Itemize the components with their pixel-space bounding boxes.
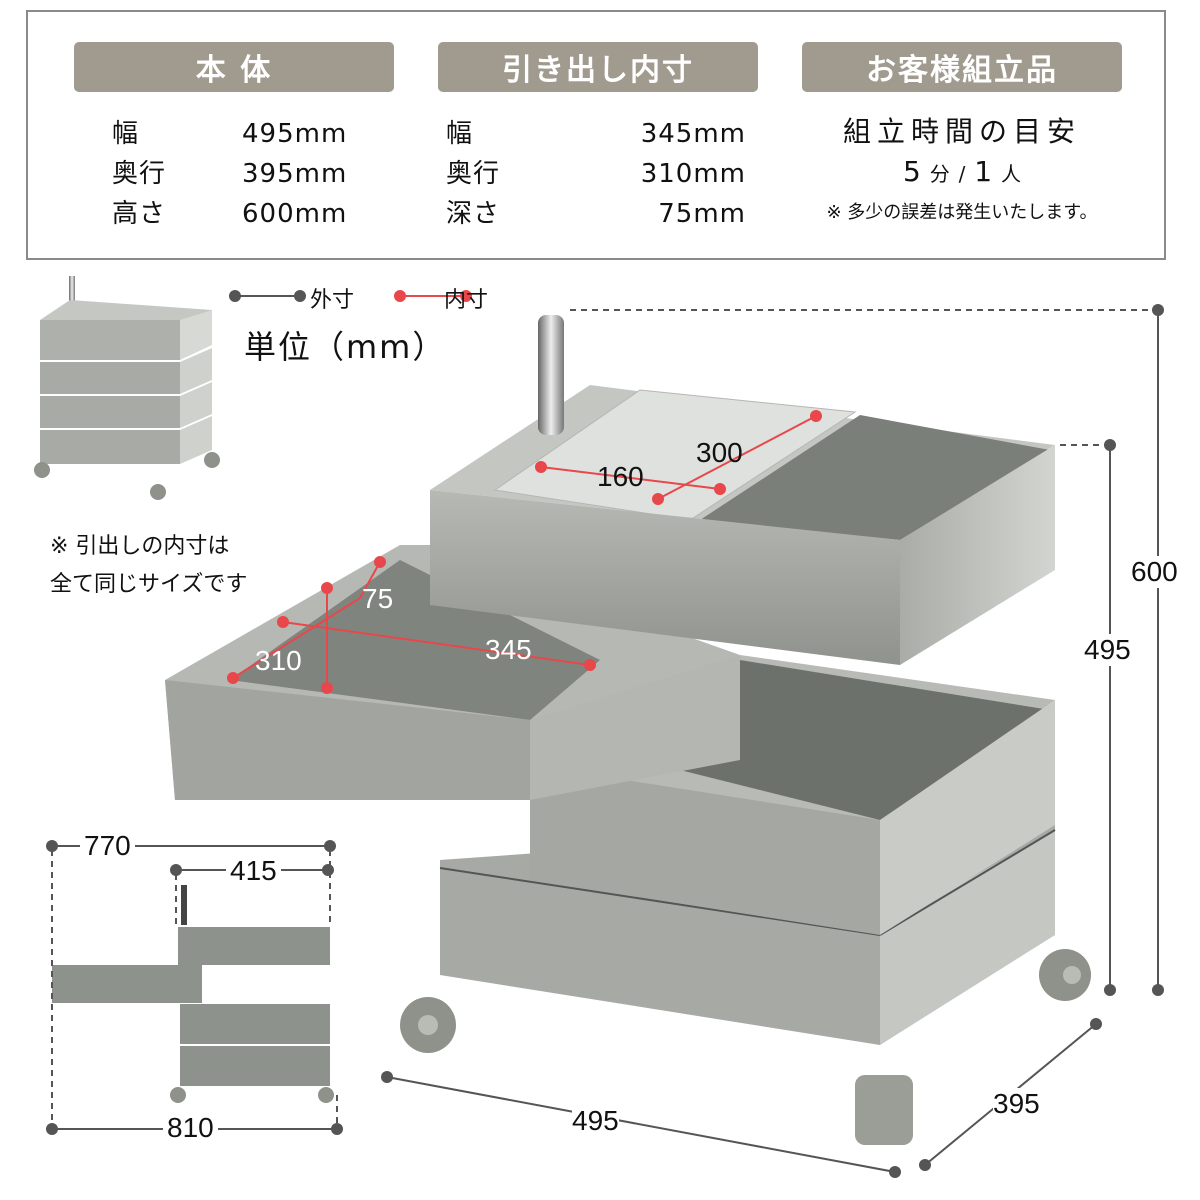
dim-label-base-width: 495 bbox=[572, 1105, 619, 1137]
unit-label: 単位（mm） bbox=[244, 328, 447, 366]
main-product bbox=[165, 315, 1091, 1145]
outer-dimension-label: 外寸 bbox=[310, 288, 355, 313]
dim-label-drawer-width: 345 bbox=[485, 634, 532, 665]
outer-dimension-lines bbox=[229, 290, 1164, 1178]
dim-label-side-bottom-width: 810 bbox=[163, 1112, 218, 1144]
inner-dimension-lines bbox=[227, 290, 822, 694]
drawer-inner-note: ※ 引出しの内寸は 全て同じサイズです bbox=[50, 534, 248, 597]
dim-label-drawer-length: 310 bbox=[255, 645, 302, 676]
dimension-legend: 外寸 内寸 bbox=[230, 282, 488, 314]
dim-label-tray-width: 160 bbox=[597, 461, 644, 492]
thumbnail-product bbox=[34, 276, 220, 500]
side-view-diagram bbox=[46, 840, 343, 1135]
dim-label-side-open-width: 770 bbox=[80, 830, 135, 862]
assembly-time-value: 5 分 / 1 人 bbox=[902, 155, 1022, 188]
drawer-spec-header: 引き出し内寸 bbox=[438, 42, 758, 92]
body-spec-header: 本 体 bbox=[74, 42, 394, 92]
assembly-time-label: 組立時間の目安 bbox=[842, 115, 1081, 148]
assembly-header: お客様組立品 bbox=[802, 42, 1122, 92]
inner-dimension-label: 内寸 bbox=[444, 288, 489, 313]
dim-label-side-top-width: 415 bbox=[226, 855, 281, 887]
dim-label-base-depth: 395 bbox=[993, 1088, 1040, 1120]
dim-label-drawer-depth: 75 bbox=[362, 583, 394, 614]
assembly-column: お客様組立品 組立時間の目安 5 分 / 1 人 ※ 多少の誤差は発生いたします… bbox=[802, 42, 1122, 224]
assembly-note: ※ 多少の誤差は発生いたします。 bbox=[826, 202, 1098, 223]
dim-label-height-total: 600 bbox=[1131, 556, 1178, 588]
dim-label-tray-depth: 300 bbox=[696, 437, 743, 468]
dim-label-height-body: 495 bbox=[1084, 634, 1131, 666]
